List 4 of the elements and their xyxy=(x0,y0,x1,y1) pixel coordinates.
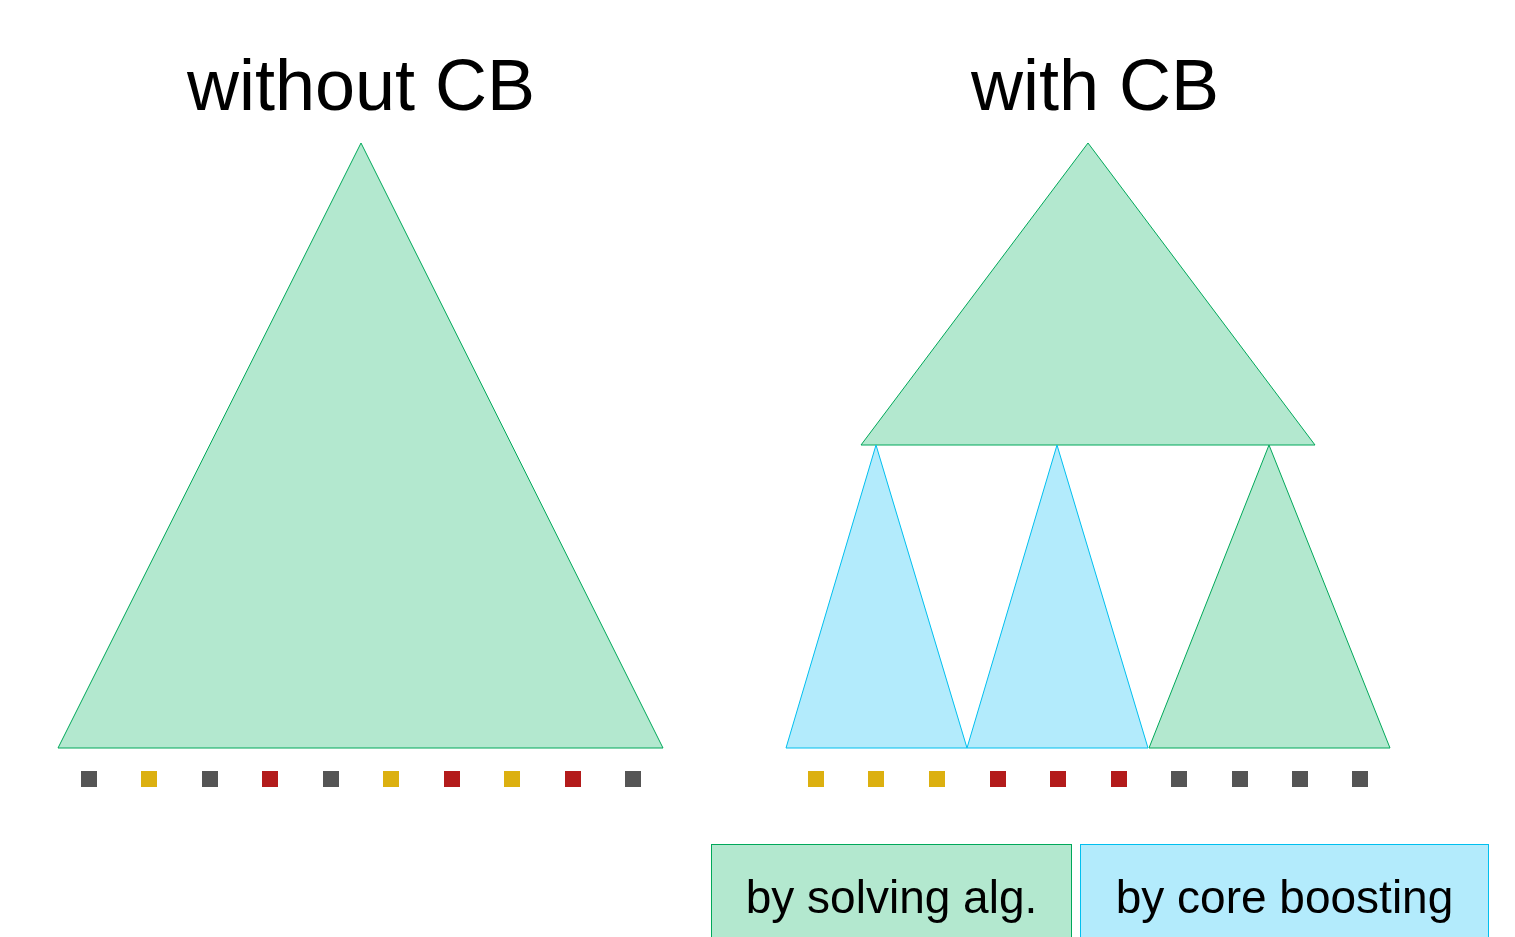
panel-title: with CB xyxy=(970,44,1220,127)
panel-title: without CB xyxy=(186,44,536,127)
legend-label: by core boosting xyxy=(1114,870,1455,925)
legend-label: by solving alg. xyxy=(744,870,1039,925)
